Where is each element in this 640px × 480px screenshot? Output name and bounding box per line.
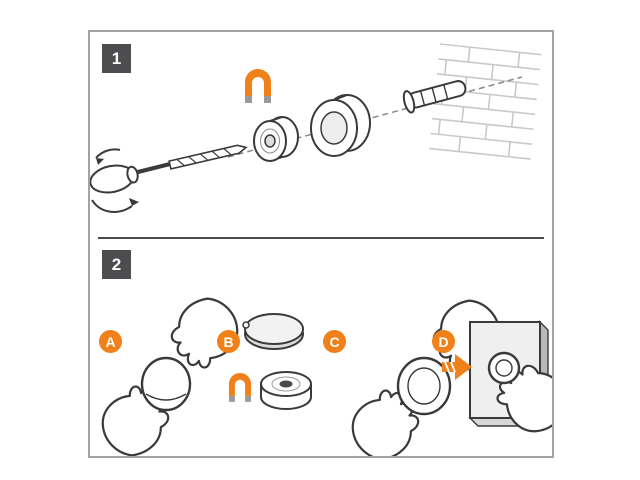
diagram-frame: 1	[88, 30, 554, 458]
step-1-badge: 1	[102, 44, 131, 73]
exploded-assembly-illustration	[90, 43, 542, 213]
cover-disc-icon	[310, 94, 371, 157]
brick-wall-icon	[428, 43, 542, 160]
substep-b-badge: B	[217, 330, 240, 353]
magnet-ring-icon	[253, 116, 299, 162]
substep-d-badge: D	[432, 330, 455, 353]
hands-holding-base-icon	[90, 286, 251, 456]
step-2-number: 2	[111, 254, 122, 274]
substep-a-badge: A	[99, 330, 122, 353]
screwdriver-icon	[90, 148, 171, 213]
screw-icon	[168, 144, 248, 170]
rotation-arrow-icon	[91, 148, 139, 213]
step-2-badge: 2	[102, 250, 131, 279]
step-1-number: 1	[111, 48, 122, 68]
cap-magnet-ring-icon	[228, 313, 312, 410]
panel-divider	[98, 237, 544, 239]
hand-mounting-to-wall-icon	[442, 320, 552, 445]
substep-c-badge: C	[323, 330, 346, 353]
substep-b-label: B	[223, 333, 234, 350]
wall-anchor-icon	[402, 80, 467, 114]
ring-magnet-icon	[260, 371, 312, 410]
mounting-steps-illustration	[90, 286, 552, 456]
substep-a-label: A	[105, 333, 116, 350]
substep-c-label: C	[329, 333, 340, 350]
magnet-icon	[245, 69, 271, 103]
hands-pressing-cover-icon	[339, 288, 513, 456]
push-arrow-icon	[442, 354, 472, 380]
magnet-icon	[228, 372, 252, 402]
substep-d-label: D	[438, 333, 449, 350]
knob-icon	[487, 351, 521, 385]
